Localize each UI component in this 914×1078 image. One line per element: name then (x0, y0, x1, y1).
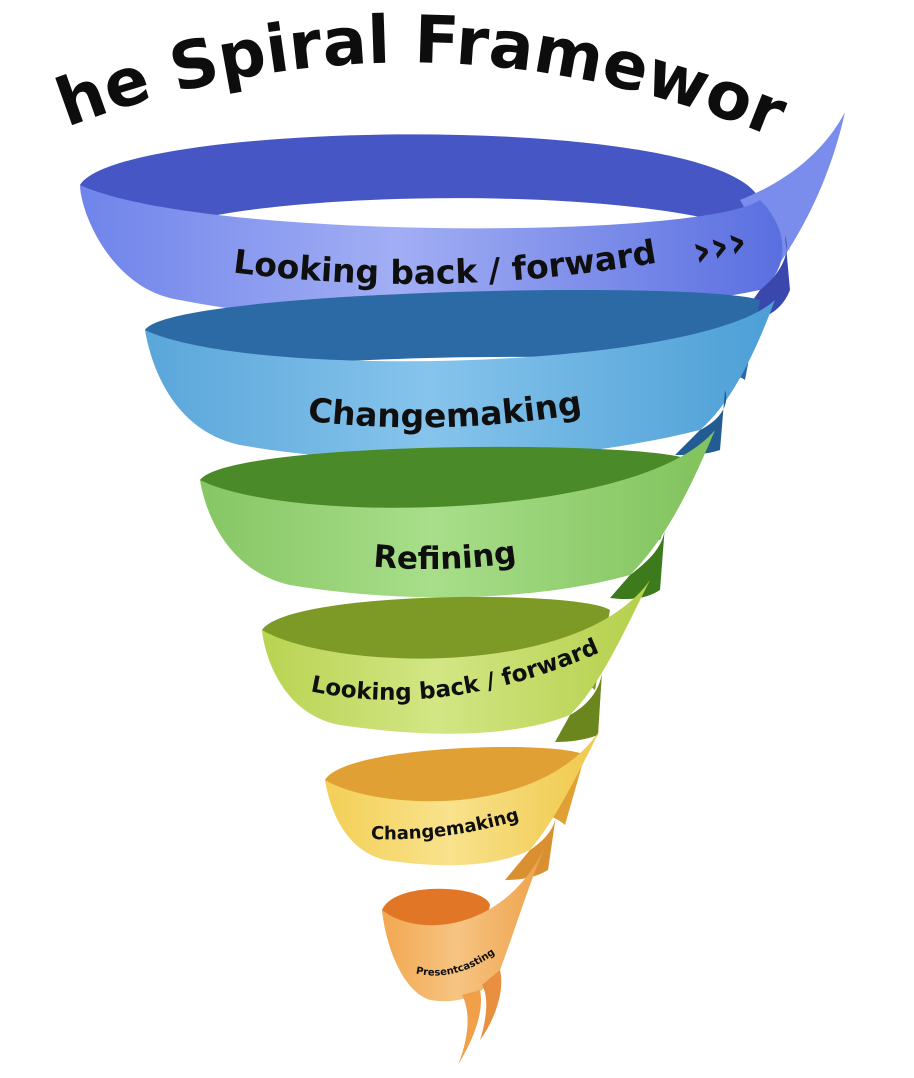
band-changemaking-upper (145, 290, 775, 461)
band-0-front (80, 185, 783, 322)
band-5-tail (458, 990, 481, 1065)
band-1-front (145, 300, 775, 461)
diagram-title: The Spiral Framework (0, 0, 797, 152)
band-3-front (262, 580, 650, 734)
band-4-fold (505, 815, 556, 880)
band-1-fold (675, 390, 727, 455)
band-5-front (382, 840, 548, 1002)
band-2-front (200, 430, 715, 598)
band-5-tail-edge (480, 970, 502, 1040)
band-label-2: Refining (372, 534, 518, 577)
band-0-fold (735, 235, 790, 325)
band-3-fold (555, 672, 602, 742)
band-2-fold (610, 525, 665, 600)
band-changemaking-lower (325, 730, 600, 880)
band-refining (200, 430, 715, 600)
band-4-front (325, 730, 600, 866)
band-looking-back-forward-top (80, 112, 845, 325)
band-presentcasting (382, 840, 548, 1065)
band-0-back (80, 134, 790, 250)
band-looking-back-forward-lower (262, 580, 650, 742)
